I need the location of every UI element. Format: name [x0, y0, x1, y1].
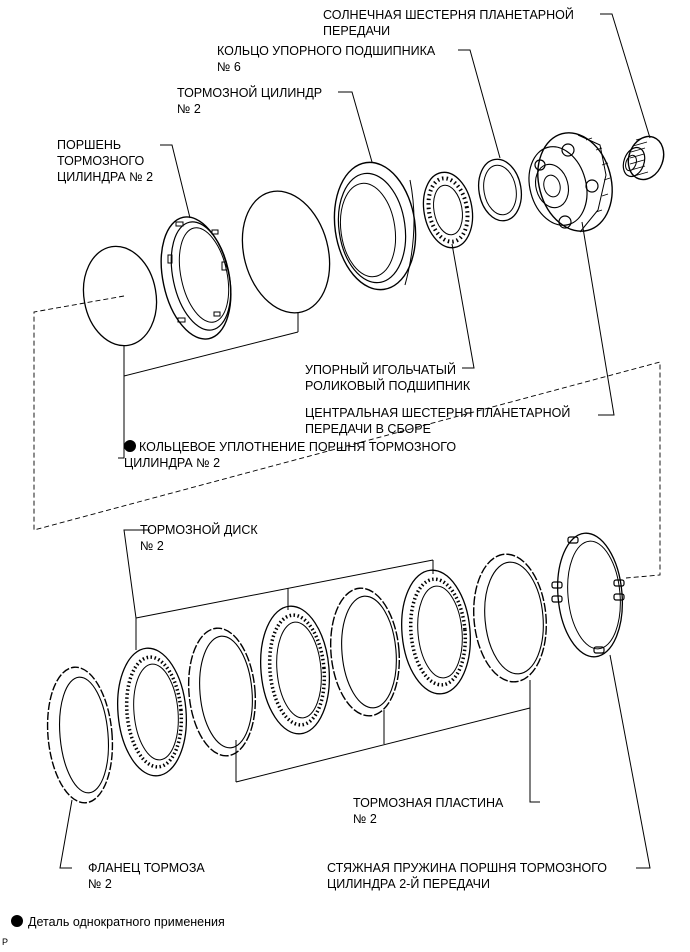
footer-mark: P	[2, 937, 9, 947]
return-spring-2	[551, 532, 625, 658]
thrust-bearing-race-6	[477, 158, 523, 222]
single-use-bullet-icon	[124, 440, 136, 452]
label-piston: ПОРШЕНЬ ТОРМОЗНОГО ЦИЛИНДРА № 2	[57, 138, 154, 184]
brake-flange-2	[46, 666, 114, 804]
needle-roller-bearing	[422, 171, 474, 249]
label-sun-gear: СОЛНЕЧНАЯ ШЕСТЕРНЯ ПЛАНЕТАРНОЙ ПЕРЕДАЧИ	[323, 8, 574, 38]
brake-disc-c	[401, 569, 471, 695]
label-return-spring: СТЯЖНАЯ ПРУЖИНА ПОРШНЯ ТОРМОЗНОГО ЦИЛИНД…	[327, 861, 608, 891]
label-brake-cylinder: ТОРМОЗНОЙ ЦИЛИНДР № 2	[177, 86, 323, 116]
projection-lines	[33, 295, 661, 579]
brake-disc-b	[260, 605, 330, 735]
brake-plate-b	[329, 587, 401, 717]
leader-lines	[59, 13, 651, 869]
label-planetary-gear: ЦЕНТРАЛЬНАЯ ШЕСТЕРНЯ ПЛАНЕТАРНОЙ ПЕРЕДАЧ…	[305, 406, 571, 436]
sun-gear	[622, 135, 665, 181]
label-brake-disc: ТОРМОЗНОЙ ДИСК № 2	[140, 523, 258, 553]
planetary-gear-assembly	[528, 132, 613, 233]
o-ring-large	[241, 190, 331, 314]
brake-plate-a	[187, 627, 257, 757]
legend-text: Деталь однократного применения	[28, 915, 225, 929]
label-brake-flange: ФЛАНЕЦ ТОРМОЗА № 2	[88, 861, 205, 891]
brake-piston-2	[160, 216, 232, 340]
label-o-ring: КОЛЬЦЕВОЕ УПЛОТНЕНИЕ ПОРШНЯ ТОРМОЗНОГО Ц…	[124, 439, 456, 471]
brake-cylinder-2	[333, 161, 417, 291]
label-brake-plate: ТОРМОЗНАЯ ПЛАСТИНА № 2	[353, 796, 504, 826]
label-thrust-ring: КОЛЬЦО УПОРНОГО ПОДШИПНИКА № 6	[217, 44, 436, 74]
brake-plate-c	[473, 553, 547, 683]
legend-bullet-icon	[11, 915, 23, 927]
label-o-ring-text: КОЛЬЦЕВОЕ УПЛОТНЕНИЕ ПОРШНЯ ТОРМОЗНОГО Ц…	[124, 440, 457, 470]
o-ring-small	[82, 245, 158, 347]
label-needle-bearing: УПОРНЫЙ ИГОЛЬЧАТЫЙ РОЛИКОВЫЙ ПОДШИПНИК	[305, 363, 471, 393]
brake-disc-a	[117, 647, 187, 777]
